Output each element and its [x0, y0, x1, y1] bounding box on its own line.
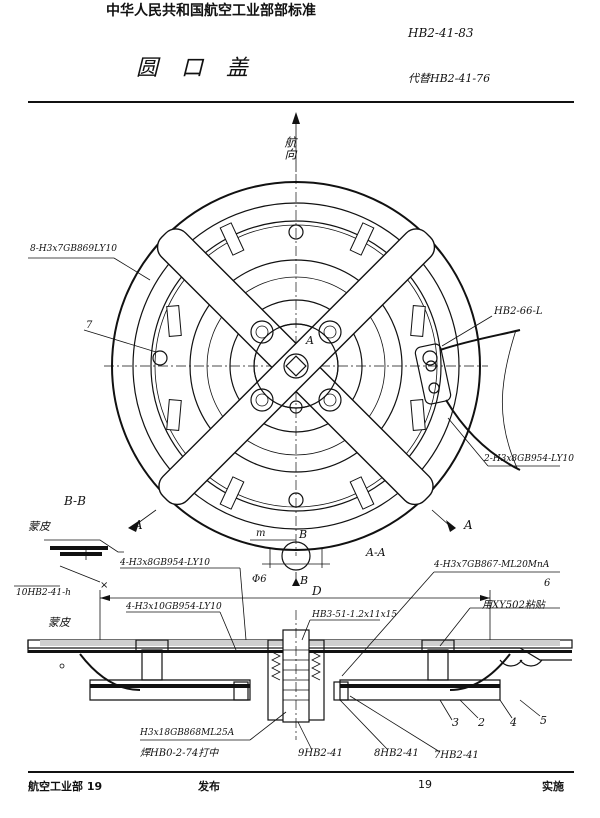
section-a-right: A: [464, 518, 473, 532]
item-6-label: 6: [544, 578, 551, 589]
hb-label: HB2-66-L: [494, 306, 543, 317]
ref-7hb-label: 7HB2-41: [434, 750, 479, 761]
item-number-5: 5: [540, 714, 547, 727]
skin-label-2: 蒙皮: [48, 616, 70, 629]
screw-label-2: 4-H3x10GB954-LY10: [126, 602, 222, 612]
screw-label-4: H3x18GB868ML25A: [140, 728, 235, 738]
phi-label: Φ6: [252, 574, 267, 585]
direction-label: 航向: [283, 136, 297, 160]
hb3-label: HB3-51-1.2x11x15: [312, 610, 398, 620]
section-a-left: A: [134, 518, 143, 532]
section-b-bottom: B: [300, 574, 309, 587]
section-a-center: A: [306, 334, 314, 347]
section-bb-label: B-B: [64, 494, 86, 508]
skin-label-1: 蒙皮: [28, 520, 50, 533]
x-mark: ×: [100, 580, 109, 591]
document-title: 圆 口 盖: [136, 56, 256, 81]
item-number-4: 4: [510, 716, 517, 729]
ref-9hb-label: 9HB2-41: [298, 748, 343, 759]
screw-label-3: 4-H3x7GB867-ML20MnA: [434, 560, 550, 570]
standard-number: HB2-41-83: [408, 26, 474, 40]
dimension-d-label: D: [312, 584, 322, 598]
header-rule: [28, 101, 574, 103]
footer-implement: 实施: [542, 780, 564, 793]
organization-title: 中华人民共和国航空工业部部标准: [106, 3, 316, 19]
screw-label-top: 8-H3x7GB869LY10: [30, 244, 117, 254]
section-aa-label: A-A: [366, 546, 386, 559]
m-label: m: [256, 528, 266, 539]
screw-label-1: 4-H3x8GB954-LY10: [120, 558, 210, 568]
footer-issuer: 航空工业部 19: [28, 780, 103, 793]
item-number-3: 3: [452, 716, 459, 729]
screw-label-side: 2-H3x8GB954-LY10: [484, 454, 574, 464]
ref-8hb-label: 8HB2-41: [374, 748, 419, 759]
section-b-top: B: [299, 528, 308, 541]
item-7-label: 7: [86, 320, 93, 331]
footer-year: 19: [418, 778, 432, 791]
glue-label: 用XY502粘贴: [482, 600, 545, 611]
weld-label: 焊HB0-2-74打中: [140, 748, 219, 759]
item-number-2: 2: [478, 716, 485, 729]
ref-hb-label: 10HB2-41-h: [16, 588, 71, 598]
replaces-standard: 代替HB2-41-76: [408, 72, 491, 85]
footer-issued: 发布: [198, 780, 220, 793]
